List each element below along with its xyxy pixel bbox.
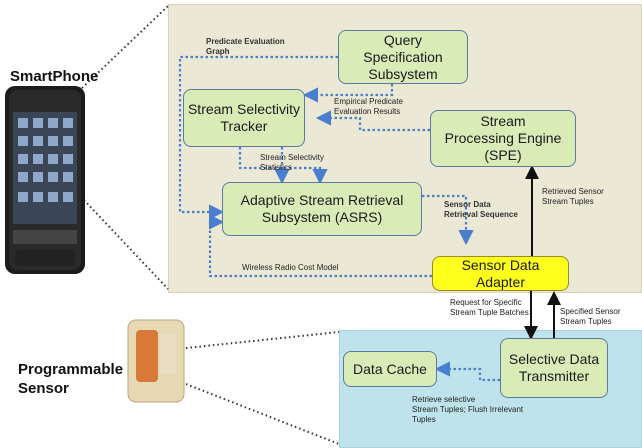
adaptive-stream-retrieval-subsystem-box: Adaptive Stream Retrieval Subsystem (ASR… (222, 182, 422, 236)
predicate-evaluation-graph-label: Predicate Evaluation Graph (206, 37, 285, 56)
data-cache-box: Data Cache (343, 351, 437, 387)
stream-processing-engine-box: Stream Processing Engine (SPE) (430, 110, 576, 167)
sensor-data-retrieval-sequence-label: Sensor Data Retrieval Sequence (444, 200, 518, 219)
sensor-title: Programmable Sensor (18, 361, 124, 397)
dotted-flow-arrows (178, 55, 500, 382)
stream-selectivity-statistics-label: Stream Selectivity Statistics (260, 153, 325, 172)
retrieved-sensor-stream-tuples-label: Retrieved Sensor Stream Tuples (542, 187, 604, 206)
empirical-predicate-results-label: Empirical Predicate Evaluation Results (334, 97, 403, 116)
sensor-data-adapter-box: Sensor Data Adapter (432, 256, 569, 291)
query-specification-subsystem-box: Query Specification Subsystem (338, 30, 468, 84)
selective-data-transmitter-box: Selective Data Transmitter (500, 338, 608, 398)
stream-selectivity-tracker-box: Stream Selectivity Tracker (183, 89, 305, 147)
smartphone-device-image (5, 86, 85, 274)
wireless-radio-cost-model-label: Wireless Radio Cost Model (242, 263, 339, 272)
solid-flow-arrows (524, 165, 561, 340)
request-specific-tuple-batches-label: Request for Specific Stream Tuple Batche… (450, 298, 529, 317)
specified-sensor-stream-tuples-label: Specified Sensor Stream Tuples (560, 307, 621, 326)
zoom-lines (81, 5, 340, 445)
smartphone-title: SmartPhone (10, 68, 99, 85)
retrieve-selective-tuples-label: Retrieve selective Stream Tuples; Flush … (412, 395, 524, 424)
sensor-device-image (127, 319, 185, 403)
